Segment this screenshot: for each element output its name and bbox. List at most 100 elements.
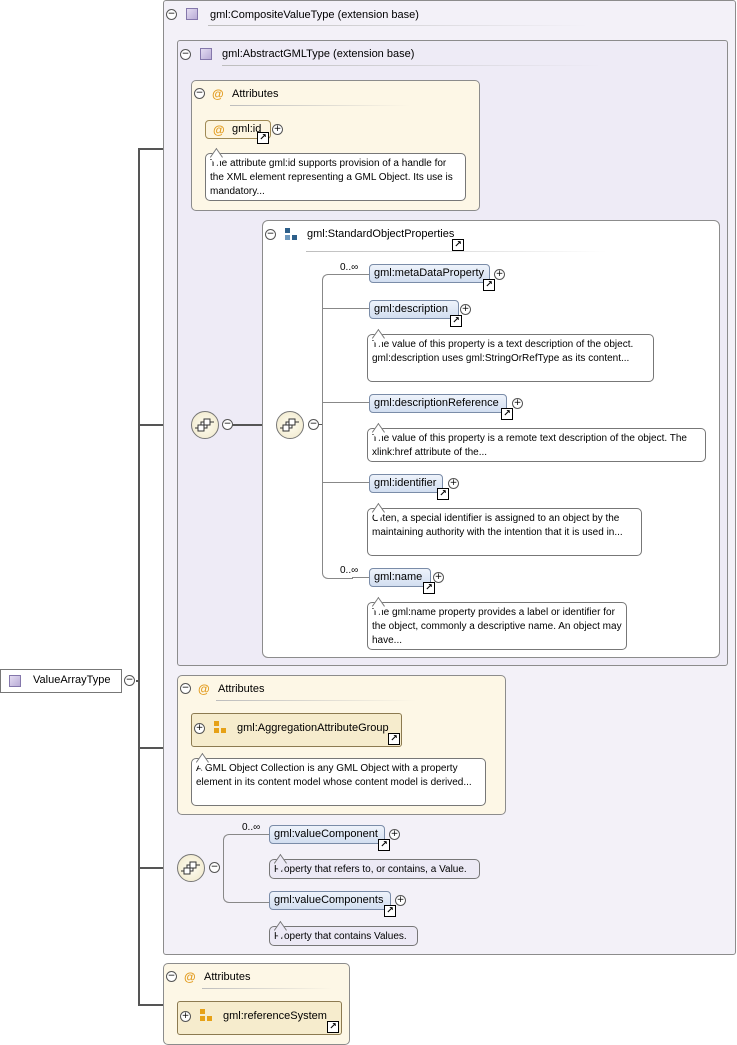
connector — [318, 424, 323, 425]
attribute-icon: @ — [212, 87, 224, 101]
gml-id-attribute[interactable]: @ gml:id — [205, 120, 271, 139]
expand-toggle[interactable]: + — [272, 124, 283, 135]
link-icon[interactable]: ↗ — [378, 839, 390, 851]
link-icon[interactable]: ↗ — [501, 408, 513, 420]
complex-type-icon — [200, 48, 212, 60]
std-props-title: gml:StandardObjectProperties — [307, 228, 455, 240]
divider — [216, 700, 416, 701]
attributes-title: Attributes — [232, 88, 279, 100]
root-node[interactable]: ValueArrayType — [0, 669, 122, 693]
element-label: gml:descriptionReference — [374, 397, 499, 409]
sequence-compositor-icon — [191, 411, 219, 439]
composite-collapse-toggle[interactable]: − — [166, 9, 177, 20]
connector — [138, 1004, 178, 1006]
divider — [222, 65, 602, 66]
attribute-group-icon — [214, 721, 226, 733]
identifier-note: Often, a special identifier is assigned … — [367, 508, 642, 556]
expand-toggle[interactable]: + — [194, 723, 205, 734]
attributes-title: Attributes — [204, 971, 251, 983]
complex-type-icon — [186, 8, 198, 20]
sequence-collapse-toggle[interactable]: − — [222, 419, 233, 430]
attributes-title: Attributes — [218, 683, 265, 695]
connector — [232, 424, 276, 426]
connector — [352, 577, 369, 578]
connector — [323, 482, 369, 483]
std-props-collapse-toggle[interactable]: − — [265, 229, 276, 240]
name-note: The gml:name property provides a label o… — [367, 602, 627, 650]
divider — [230, 105, 410, 106]
reference-system-label: gml:referenceSystem — [223, 1010, 327, 1022]
occurrence-label: 0..∞ — [340, 262, 359, 273]
element-label: gml:metaDataProperty — [374, 267, 485, 279]
element-metadata-property[interactable]: gml:metaDataProperty — [369, 264, 490, 283]
connector — [136, 680, 140, 682]
expand-toggle[interactable]: + — [395, 895, 406, 906]
element-label: gml:valueComponent — [274, 828, 378, 840]
occurrence-label: 0..∞ — [340, 565, 359, 576]
link-icon[interactable]: ↗ — [437, 488, 449, 500]
aggregation-note: A GML Object Collection is any GML Objec… — [191, 758, 486, 806]
abstract-collapse-toggle[interactable]: − — [180, 49, 191, 60]
root-collapse-toggle[interactable]: − — [124, 675, 135, 686]
connector — [138, 747, 178, 749]
attributes-collapse-toggle[interactable]: − — [180, 683, 191, 694]
link-icon[interactable]: ↗ — [257, 132, 269, 144]
attributes-collapse-toggle[interactable]: − — [194, 88, 205, 99]
connector — [138, 148, 140, 1005]
divider — [306, 251, 606, 252]
group-icon — [285, 228, 297, 240]
element-value-component[interactable]: gml:valueComponent — [269, 825, 385, 844]
attributes-collapse-toggle[interactable]: − — [166, 971, 177, 982]
element-description[interactable]: gml:description — [369, 300, 459, 319]
sequence-compositor-icon — [177, 854, 205, 882]
link-icon[interactable]: ↗ — [423, 582, 435, 594]
element-name[interactable]: gml:name — [369, 568, 431, 587]
element-description-reference[interactable]: gml:descriptionReference — [369, 394, 507, 413]
gml-id-note: The attribute gml:id supports provision … — [205, 153, 466, 201]
aggregation-group-label: gml:AggregationAttributeGroup — [237, 722, 389, 734]
element-label: gml:identifier — [374, 477, 437, 489]
expand-toggle[interactable]: + — [180, 1011, 191, 1022]
sequence-compositor-icon — [276, 411, 304, 439]
link-icon[interactable]: ↗ — [450, 315, 462, 327]
element-label: gml:description — [374, 303, 448, 315]
attribute-icon: @ — [184, 970, 196, 984]
connector — [323, 402, 369, 403]
expand-toggle[interactable]: + — [448, 478, 459, 489]
aggregation-attribute-group[interactable] — [191, 713, 402, 747]
element-label: gml:name — [374, 571, 423, 583]
expand-toggle[interactable]: + — [460, 304, 471, 315]
gml-id-label: gml:id — [232, 123, 262, 135]
link-icon[interactable]: ↗ — [483, 279, 495, 291]
description-note: The value of this property is a text des… — [367, 334, 654, 382]
abstract-title: gml:AbstractGMLType (extension base) — [222, 48, 415, 60]
value-components-note: Property that contains Values. — [269, 926, 418, 946]
expand-toggle[interactable]: + — [389, 829, 400, 840]
link-icon[interactable]: ↗ — [384, 905, 396, 917]
connector — [223, 834, 270, 903]
divider — [208, 25, 588, 26]
expand-toggle[interactable]: + — [433, 572, 444, 583]
sequence-collapse-toggle[interactable]: − — [209, 862, 220, 873]
expand-toggle[interactable]: + — [494, 269, 505, 280]
connector — [322, 274, 353, 579]
complex-type-icon — [9, 675, 21, 687]
expand-toggle[interactable]: + — [512, 398, 523, 409]
link-icon[interactable]: ↗ — [327, 1021, 339, 1033]
connector — [138, 867, 178, 869]
occurrence-label: 0..∞ — [242, 822, 261, 833]
link-icon[interactable]: ↗ — [388, 733, 400, 745]
composite-title: gml:CompositeValueType (extension base) — [210, 9, 419, 21]
element-identifier[interactable]: gml:identifier — [369, 474, 443, 493]
divider — [202, 988, 332, 989]
attribute-group-icon — [200, 1009, 212, 1021]
link-icon[interactable]: ↗ — [452, 239, 464, 251]
connector — [323, 308, 369, 309]
attribute-icon: @ — [213, 123, 225, 137]
connector — [352, 274, 369, 275]
description-reference-note: The value of this property is a remote t… — [367, 428, 706, 462]
value-component-note: Property that refers to, or contains, a … — [269, 859, 480, 879]
root-label: ValueArrayType — [33, 674, 111, 686]
element-value-components[interactable]: gml:valueComponents — [269, 891, 391, 910]
element-label: gml:valueComponents — [274, 894, 384, 906]
